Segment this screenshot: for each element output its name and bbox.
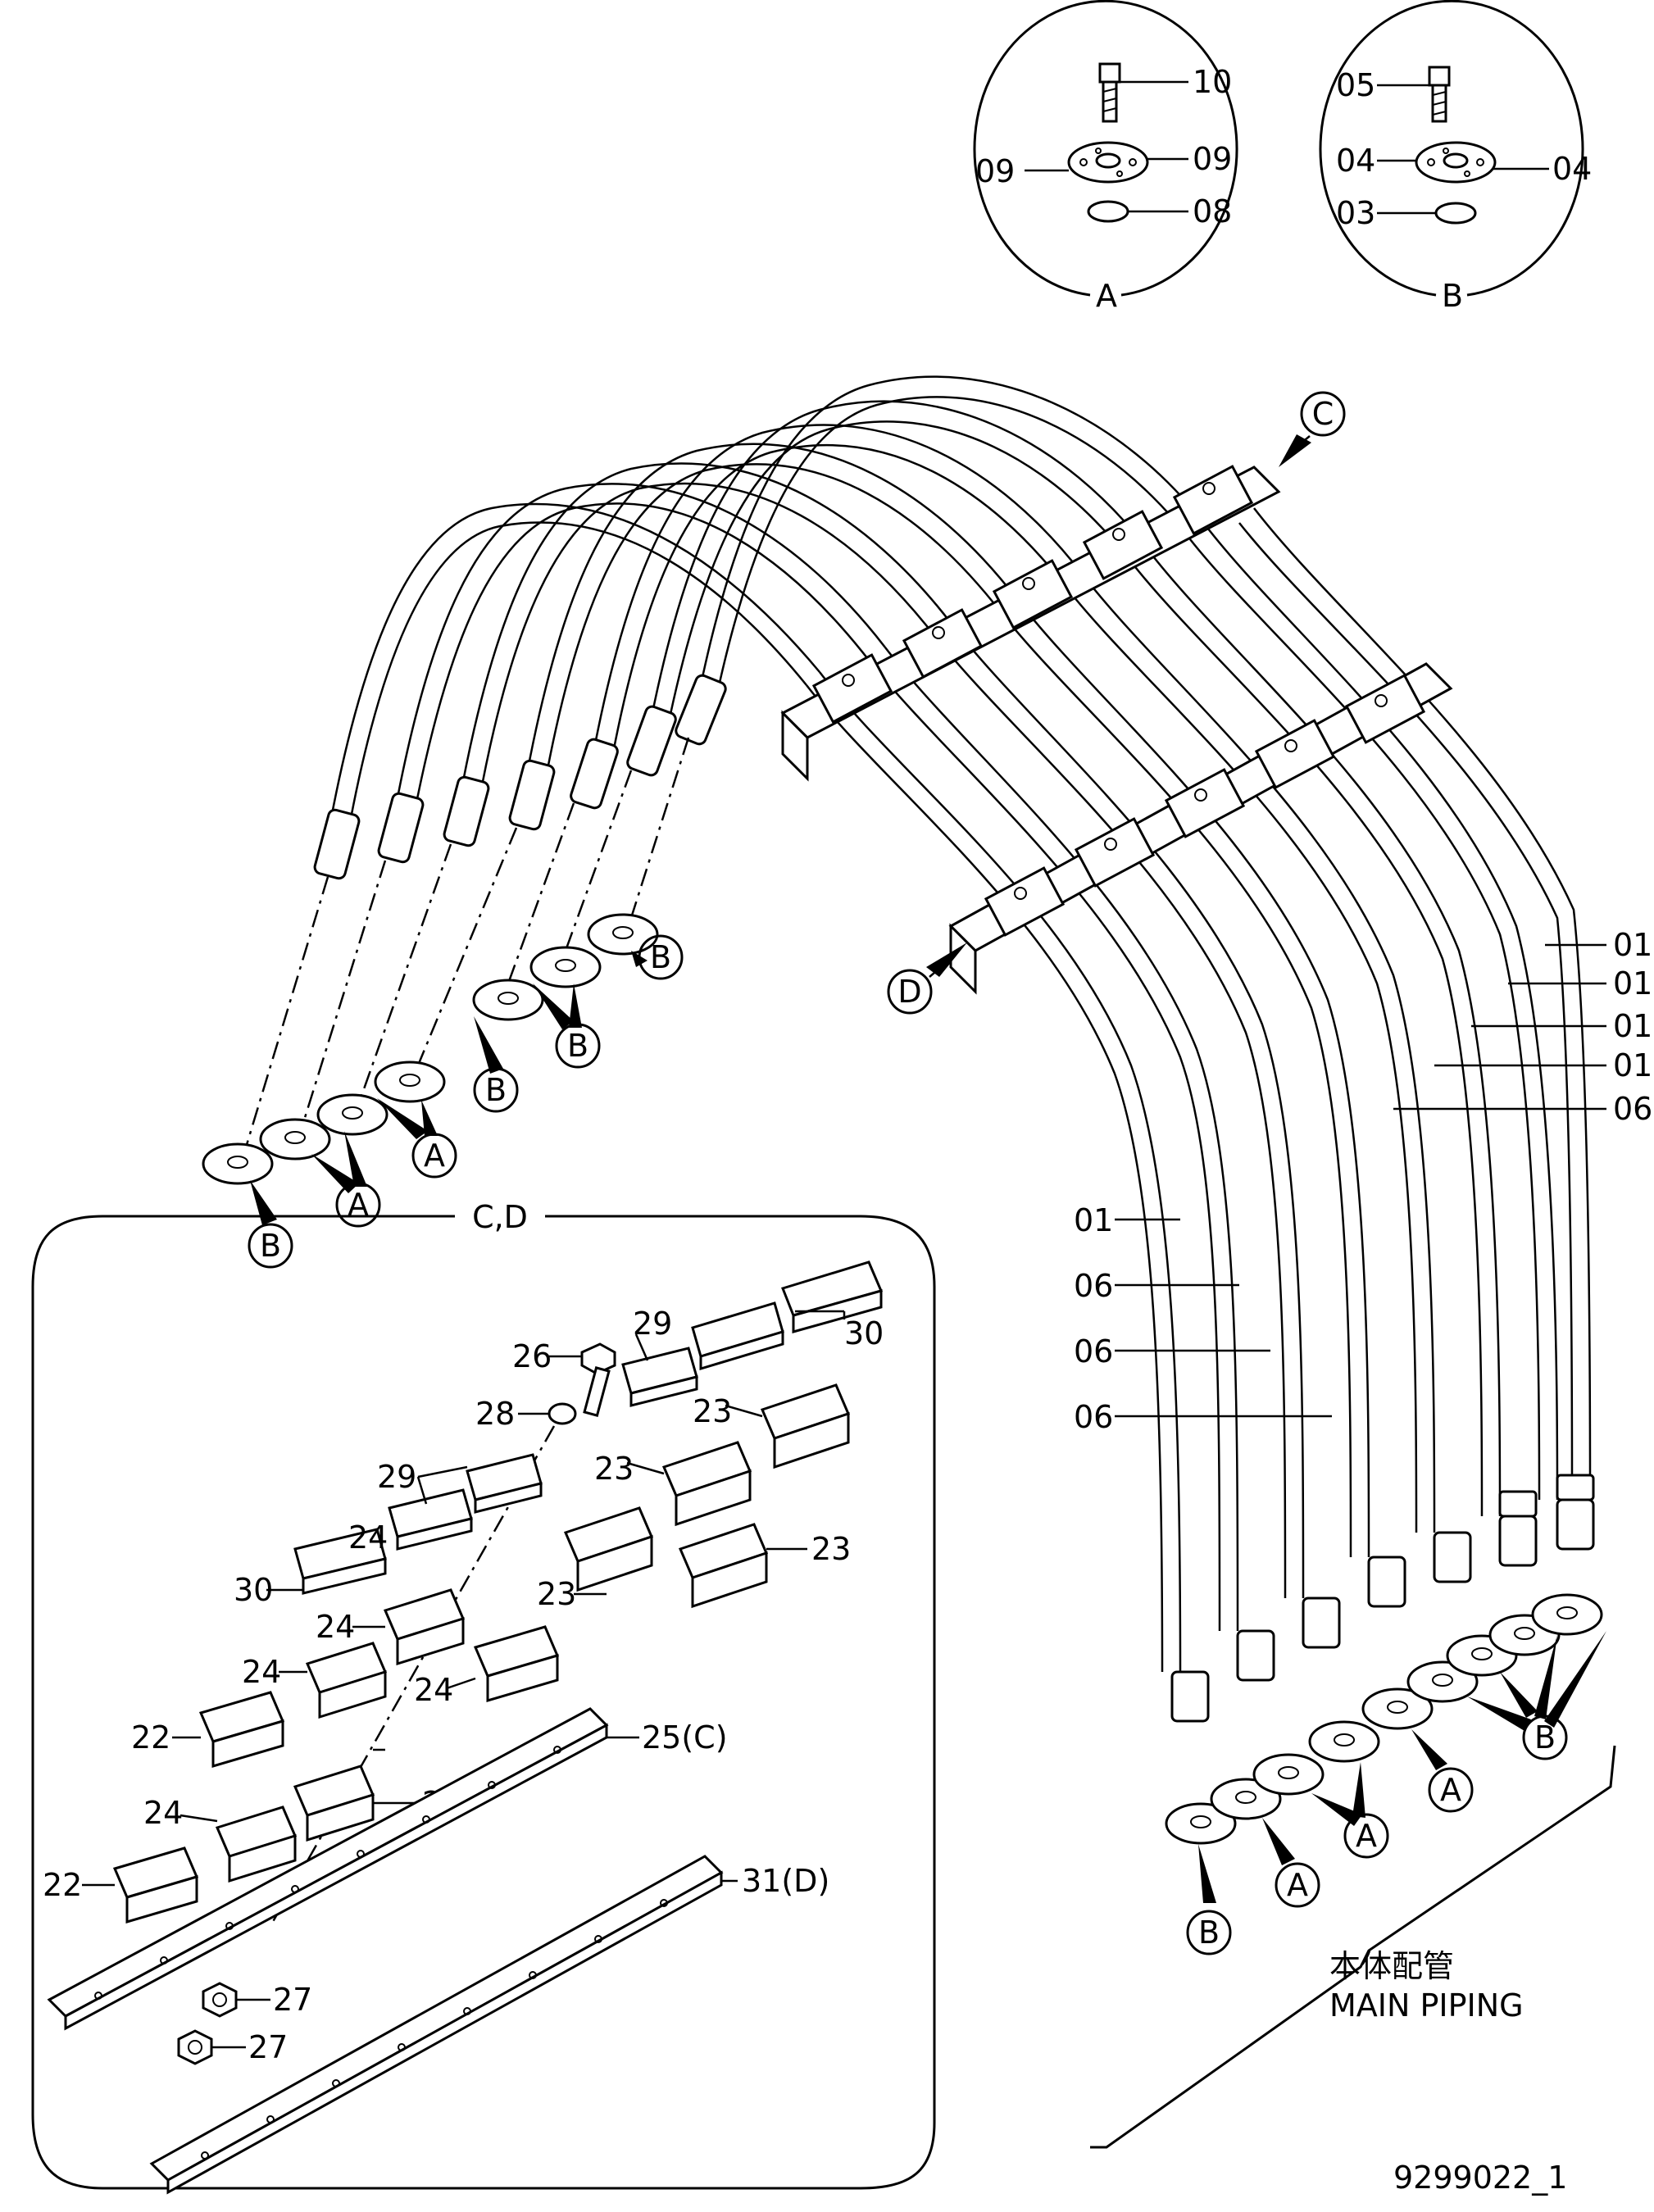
o-ring-icon <box>1434 202 1477 225</box>
hose-label: 06 <box>1613 1091 1652 1127</box>
callout-b-left-2: B <box>473 1016 519 1113</box>
svg-text:B: B <box>485 1072 507 1108</box>
detail-cd: C,D 26 28 29 30 23 2 <box>31 1199 936 2195</box>
main-piping-brace: 本体配管 MAIN PIPING <box>1090 1745 1616 2149</box>
drawing-number: 9299022_1 <box>1393 2160 1567 2196</box>
part-08-label: 08 <box>1193 193 1232 229</box>
flanges-right <box>1165 1593 1603 1845</box>
svg-text:24: 24 <box>242 1654 281 1690</box>
svg-text:27: 27 <box>248 2029 288 2065</box>
hose-label: 06 <box>1074 1399 1113 1435</box>
hose-label: 01 <box>1613 965 1652 1002</box>
callout-b-left-4: B <box>631 934 684 980</box>
detail-b-title: B <box>1442 278 1463 314</box>
hose-end-fittings-left <box>313 674 727 880</box>
hose-label: 06 <box>1074 1268 1113 1304</box>
clamp-assembly-c <box>780 465 1281 782</box>
svg-text:27: 27 <box>273 1982 312 2018</box>
svg-text:B: B <box>567 1028 588 1064</box>
svg-text:A: A <box>1287 1867 1308 1903</box>
part-04-left-label: 04 <box>1336 143 1375 179</box>
svg-text:B: B <box>1198 1914 1220 1951</box>
svg-text:29: 29 <box>633 1306 672 1342</box>
hose-bundle: C D B <box>202 375 1652 2149</box>
callout-d: D <box>887 942 967 1015</box>
part-03-label: 03 <box>1336 195 1375 231</box>
svg-text:B: B <box>1534 1719 1556 1756</box>
svg-text:23: 23 <box>537 1576 576 1612</box>
callout-c-label: C <box>1312 396 1334 432</box>
svg-text:30: 30 <box>844 1315 884 1351</box>
flange-icon <box>1067 141 1149 184</box>
detail-a: A 10 09 09 08 <box>973 0 1238 314</box>
bar-25 <box>47 1707 609 2031</box>
washer-icon <box>548 1402 577 1425</box>
svg-text:29: 29 <box>377 1459 416 1495</box>
svg-text:25(C): 25(C) <box>642 1719 728 1756</box>
hose-label: 01 <box>1074 1202 1113 1238</box>
main-piping-en: MAIN PIPING <box>1329 1987 1524 2024</box>
callout-a-left-1: A <box>311 1131 381 1228</box>
detail-cd-title: C,D <box>472 1199 528 1235</box>
callout-b-left-bottom: B <box>248 1180 293 1269</box>
hose-label: 06 <box>1074 1333 1113 1369</box>
svg-text:24: 24 <box>414 1672 453 1708</box>
nut-icon <box>202 1982 238 2018</box>
svg-text:B: B <box>260 1228 281 1264</box>
callout-b-right-top: B <box>1467 1631 1606 1760</box>
svg-text:24: 24 <box>316 1609 355 1645</box>
detail-b: B 05 04 04 03 <box>1319 0 1592 314</box>
part-04-right-label: 04 <box>1552 151 1592 187</box>
clamp-assembly-d <box>948 662 1453 995</box>
hose-labels-right: 01 01 01 01 06 <box>1393 927 1652 1127</box>
hose-label: 01 <box>1613 1047 1652 1083</box>
svg-text:28: 28 <box>475 1396 515 1432</box>
svg-text:A: A <box>1440 1772 1461 1808</box>
part-09-right-label: 09 <box>1193 141 1232 177</box>
callout-c: C <box>1279 391 1346 467</box>
svg-text:23: 23 <box>811 1531 851 1567</box>
main-piping-jp: 本体配管 <box>1329 1948 1454 1984</box>
svg-text:22: 22 <box>43 1867 82 1903</box>
svg-text:26: 26 <box>512 1338 552 1374</box>
callout-a-right-1: A <box>1262 1818 1320 1908</box>
part-09-left-label: 09 <box>975 153 1015 189</box>
hose-label: 01 <box>1613 927 1652 963</box>
svg-text:23: 23 <box>594 1451 634 1487</box>
callout-b-left-3: B <box>533 983 601 1069</box>
callout-d-label: D <box>897 974 921 1010</box>
hose-labels-left: 01 06 06 06 <box>1074 1202 1332 1435</box>
bolt-icon <box>580 1342 616 1417</box>
hose-label: 01 <box>1613 1008 1652 1044</box>
nut-icon <box>177 2029 213 2065</box>
detail-a-title: A <box>1096 278 1117 314</box>
hose-end-fittings-right <box>1170 1474 1595 1723</box>
flange-icon <box>1415 141 1497 184</box>
svg-text:A: A <box>424 1138 445 1174</box>
svg-text:31(D): 31(D) <box>742 1863 829 1899</box>
part-05-label: 05 <box>1336 67 1375 103</box>
callout-a-right-2: A <box>1311 1762 1389 1859</box>
bar-31 <box>149 1855 724 2195</box>
svg-text:24: 24 <box>143 1795 183 1831</box>
svg-text:A: A <box>1356 1818 1377 1854</box>
part-10-label: 10 <box>1193 64 1232 100</box>
bolt-icon <box>1098 62 1121 123</box>
svg-text:22: 22 <box>131 1719 170 1756</box>
callout-a-left-2: A <box>377 1098 457 1179</box>
callout-a-right-3: A <box>1411 1729 1474 1813</box>
svg-text:24: 24 <box>348 1519 388 1556</box>
bolt-icon <box>1428 66 1451 123</box>
svg-text:23: 23 <box>693 1393 732 1429</box>
o-ring-icon <box>1087 200 1129 223</box>
callout-b-right-bottom: B <box>1186 1844 1232 1955</box>
svg-text:B: B <box>650 939 671 975</box>
svg-text:30: 30 <box>234 1572 273 1608</box>
flanges-left <box>202 913 659 1185</box>
